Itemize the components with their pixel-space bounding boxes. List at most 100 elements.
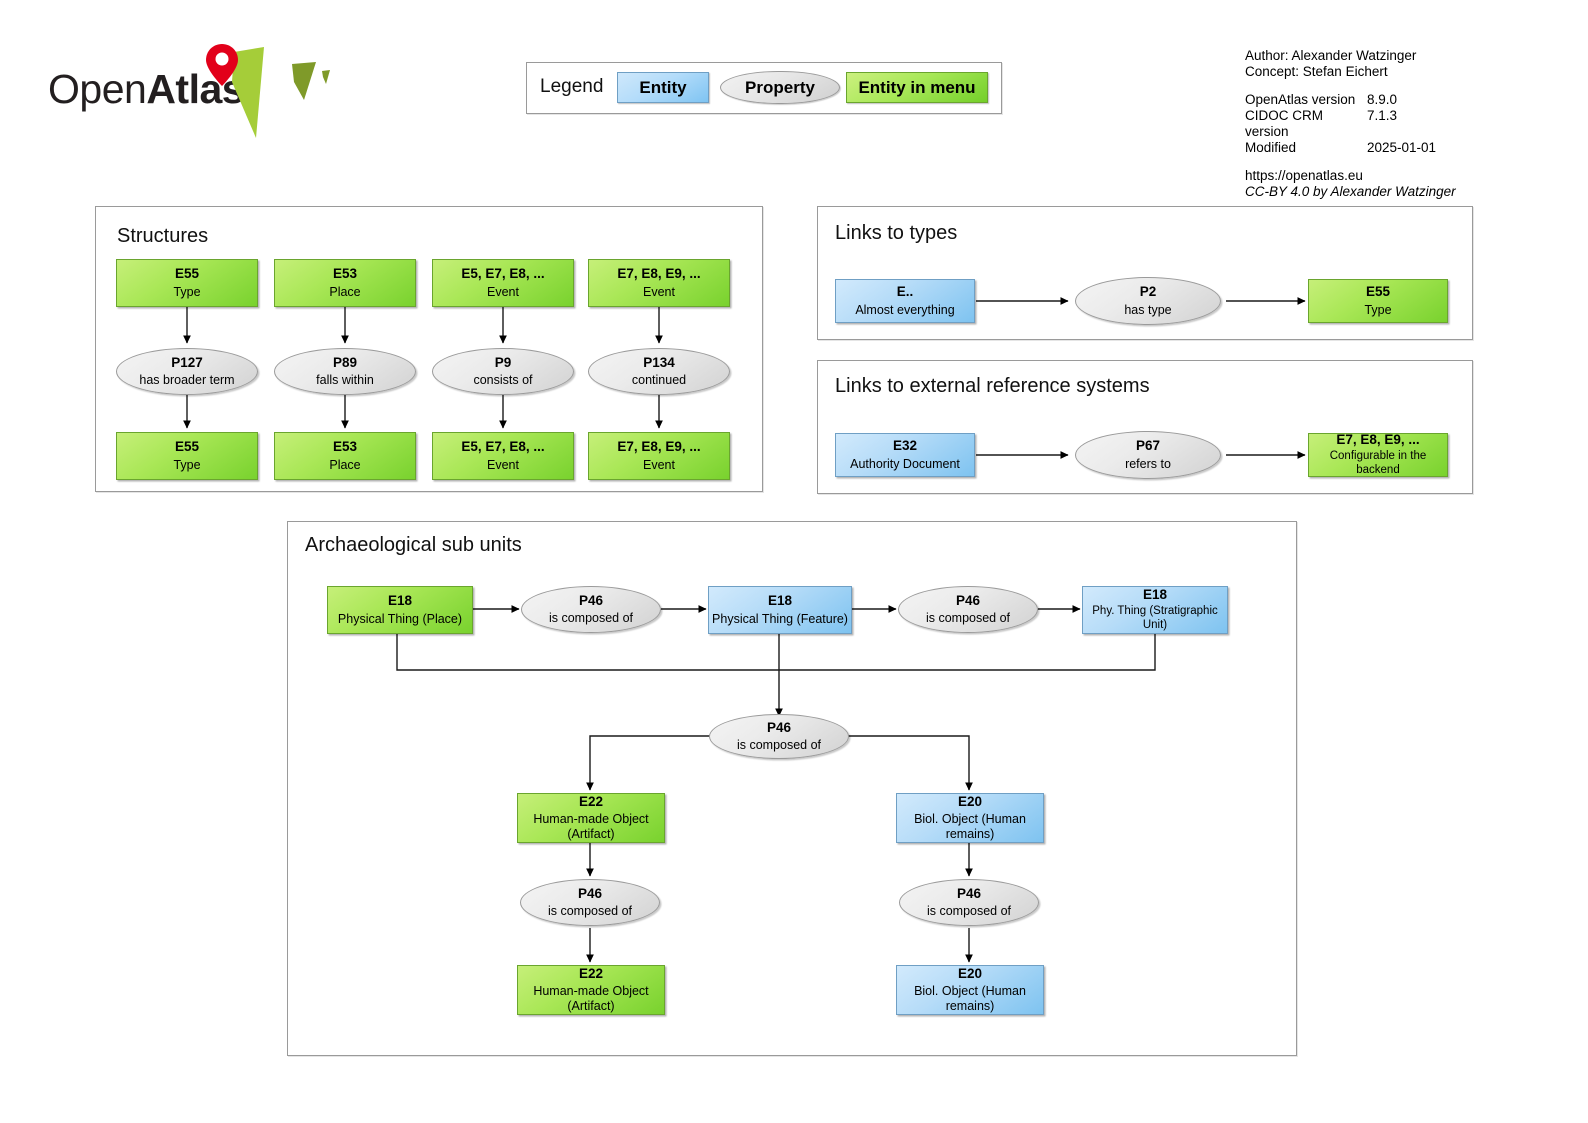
meta-concept: Concept: Stefan Eichert [1245,64,1388,79]
node-code: P46 [955,592,981,608]
node-structures-col2-target[interactable]: E5, E7, E8, ... Event [432,432,574,480]
node-arch-left-1[interactable]: P46 is composed of [520,879,660,926]
node-code: E.. [896,284,914,300]
node-label: Human-made Object (Artifact) [533,812,649,842]
node-arch-row-2[interactable]: E18 Physical Thing (Feature) [708,586,852,634]
meta-url[interactable]: https://openatlas.eu [1245,168,1363,183]
node-code: E7, E8, E9, ... [617,266,701,282]
legend-entity-swatch: Entity [617,72,709,103]
node-label: Almost everything [855,302,955,317]
node-structures-col2-property[interactable]: P9 consists of [432,348,574,395]
node-types-property[interactable]: P2 has type [1075,277,1221,325]
node-code: E20 [957,965,983,981]
node-arch-left-0[interactable]: E22 Human-made Object (Artifact) [517,793,665,843]
node-label: Physical Thing (Place) [337,611,463,626]
node-label: Place [329,284,361,299]
node-types-source[interactable]: E.. Almost everything [835,279,975,323]
node-label: has broader term [139,373,235,388]
node-arch-row-1[interactable]: P46 is composed of [521,586,661,633]
meta-license: CC-BY 4.0 by Alexander Watzinger [1245,184,1456,199]
node-structures-col2-source[interactable]: E5, E7, E8, ... Event [432,259,574,307]
node-code: P127 [171,354,203,370]
meta-openatlas-version-row: OpenAtlas version 8.9.0 [1245,92,1456,108]
node-code: E55 [174,266,200,282]
node-structures-col0-target[interactable]: E55 Type [116,432,258,480]
node-types-target[interactable]: E55 Type [1308,279,1448,323]
meta-openatlas-version-value: 8.9.0 [1367,92,1398,107]
node-code: E20 [957,793,983,809]
meta-modified-label: Modified [1245,140,1297,155]
node-label: Biol. Object (Human remains) [914,984,1026,1014]
node-arch-hub[interactable]: P46 is composed of [709,714,849,759]
node-code: E55 [174,439,200,455]
meta-modified-row: Modified 2025-01-01 [1245,140,1456,156]
node-ext-property[interactable]: P67 refers to [1075,431,1221,479]
node-arch-row-3[interactable]: P46 is composed of [898,586,1038,633]
node-code: E18 [767,593,793,609]
node-label: Configurable in the backend [1329,450,1427,477]
node-label: Event [487,284,519,299]
node-structures-col0-source[interactable]: E55 Type [116,259,258,307]
node-structures-col0-property[interactable]: P127 has broader term [116,348,258,395]
node-code: E18 [1142,587,1168,603]
node-label: Human-made Object (Artifact) [533,984,649,1014]
node-arch-row-4[interactable]: E18 Phy. Thing (Stratigraphic Unit) [1082,586,1228,634]
node-arch-left-2[interactable]: E22 Human-made Object (Artifact) [517,965,665,1015]
node-label: has type [1124,302,1172,317]
panel-archaeological-title: Archaeological sub units [305,534,522,556]
meta-author: Author: Alexander Watzinger [1245,48,1417,63]
legend-label: Legend [540,76,604,97]
legend-entity-in-menu-swatch: Entity in menu [846,72,988,103]
node-structures-col1-source[interactable]: E53 Place [274,259,416,307]
node-structures-col3-source[interactable]: E7, E8, E9, ... Event [588,259,730,307]
node-ext-target[interactable]: E7, E8, E9, ... Configurable in the back… [1308,432,1448,477]
node-label: Biol. Object (Human remains) [914,812,1026,842]
node-code: P46 [577,885,603,901]
node-code: E5, E7, E8, ... [461,266,545,282]
node-code: E5, E7, E8, ... [461,439,545,455]
node-code: P9 [494,354,512,370]
node-code: P46 [578,592,604,608]
node-structures-col3-target[interactable]: E7, E8, E9, ... Event [588,432,730,480]
node-arch-right-2[interactable]: E20 Biol. Object (Human remains) [896,965,1044,1015]
meta-modified-value: 2025-01-01 [1367,140,1437,155]
node-label: Physical Thing (Feature) [712,611,848,626]
node-label: Event [643,284,675,299]
node-arch-right-1[interactable]: P46 is composed of [899,879,1039,926]
node-label: Event [643,457,675,472]
node-label: continued [631,373,687,388]
node-ext-source[interactable]: E32 Authority Document [835,433,975,477]
node-code: E53 [332,266,358,282]
node-code: P2 [1139,284,1157,300]
node-code: E22 [578,965,604,981]
node-code: P134 [643,354,675,370]
document-metadata: Author: Alexander Watzinger Concept: Ste… [1245,48,1456,200]
node-code: E32 [892,438,918,454]
node-label: Authority Document [850,456,960,471]
node-label: is composed of [925,611,1011,626]
node-label: Type [1364,302,1392,317]
node-arch-right-0[interactable]: E20 Biol. Object (Human remains) [896,793,1044,843]
logo-text-open: Open [48,66,147,112]
node-label: consists of [473,373,533,388]
panel-links-to-types-title: Links to types [835,222,958,244]
logo-mark-icon [206,44,330,138]
node-code: E22 [578,793,604,809]
node-code: P46 [956,885,982,901]
meta-cidoc-version-value: 7.1.3 [1367,108,1398,123]
node-structures-col1-property[interactable]: P89 falls within [274,348,416,395]
meta-openatlas-version-label: OpenAtlas version [1245,92,1356,107]
node-label: refers to [1125,456,1171,471]
node-code: E7, E8, E9, ... [617,439,701,455]
node-arch-row-0[interactable]: E18 Physical Thing (Place) [327,586,473,634]
node-code: P67 [1135,438,1161,454]
node-label: is composed of [736,738,822,753]
node-label: Place [329,457,361,472]
node-structures-col3-property[interactable]: P134 continued [588,348,730,395]
openatlas-logo: OpenAtlas [48,44,348,138]
node-code: P89 [332,354,358,370]
node-label: is composed of [548,611,634,626]
node-structures-col1-target[interactable]: E53 Place [274,432,416,480]
panel-structures-title: Structures [117,225,209,247]
